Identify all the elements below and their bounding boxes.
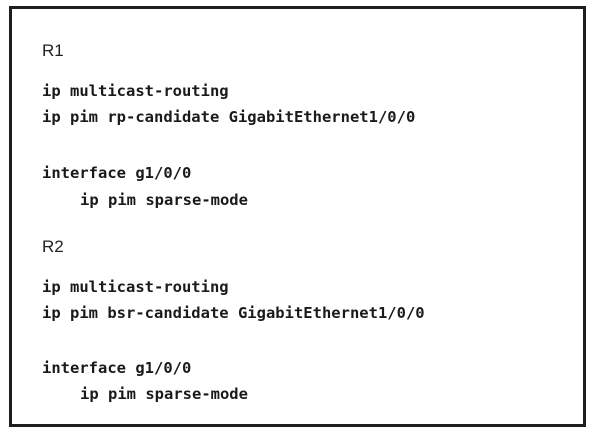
r2-interface-line: interface g1/0/0 bbox=[42, 359, 192, 377]
r1-line-rp-candidate: ip pim rp-candidate GigabitEthernet1/0/0 bbox=[42, 108, 416, 126]
r1-label: R1 bbox=[42, 41, 64, 60]
r2-line-bsr-candidate: ip pim bsr-candidate GigabitEthernet1/0/… bbox=[42, 304, 425, 322]
r2-interface-pim-mode: ip pim sparse-mode bbox=[80, 385, 248, 403]
r1-interface-pim-mode: ip pim sparse-mode bbox=[80, 191, 248, 209]
config-frame: R1 ip multicast-routing ip pim rp-candid… bbox=[9, 6, 586, 427]
r1-line-multicast-routing: ip multicast-routing bbox=[42, 82, 229, 100]
r2-label: R2 bbox=[42, 237, 64, 256]
r1-interface-line: interface g1/0/0 bbox=[42, 164, 192, 182]
r2-line-multicast-routing: ip multicast-routing bbox=[42, 278, 229, 296]
